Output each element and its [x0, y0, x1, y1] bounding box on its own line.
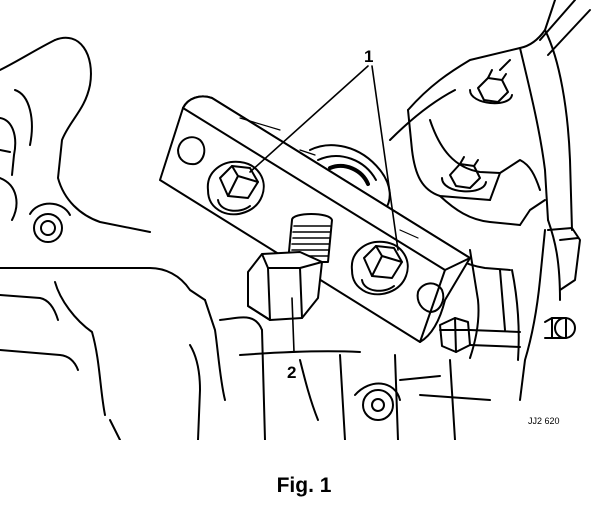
- callout-label-1: 1: [364, 47, 373, 66]
- callout-leaders: [249, 65, 399, 353]
- figure-caption: Fig. 1: [276, 474, 332, 497]
- engine-casting: [0, 36, 491, 440]
- technical-illustration: 1 2 JJ2 620: [0, 0, 591, 440]
- reference-code: JJ2 620: [528, 416, 560, 426]
- tool-bolt-upper: [206, 160, 265, 216]
- forcing-bolt: [247, 213, 333, 321]
- callout-label-2: 2: [287, 363, 296, 382]
- shaft-seal: [309, 144, 391, 211]
- tool-bolt-lower: [350, 240, 409, 296]
- mounting-bracket: [389, 0, 591, 401]
